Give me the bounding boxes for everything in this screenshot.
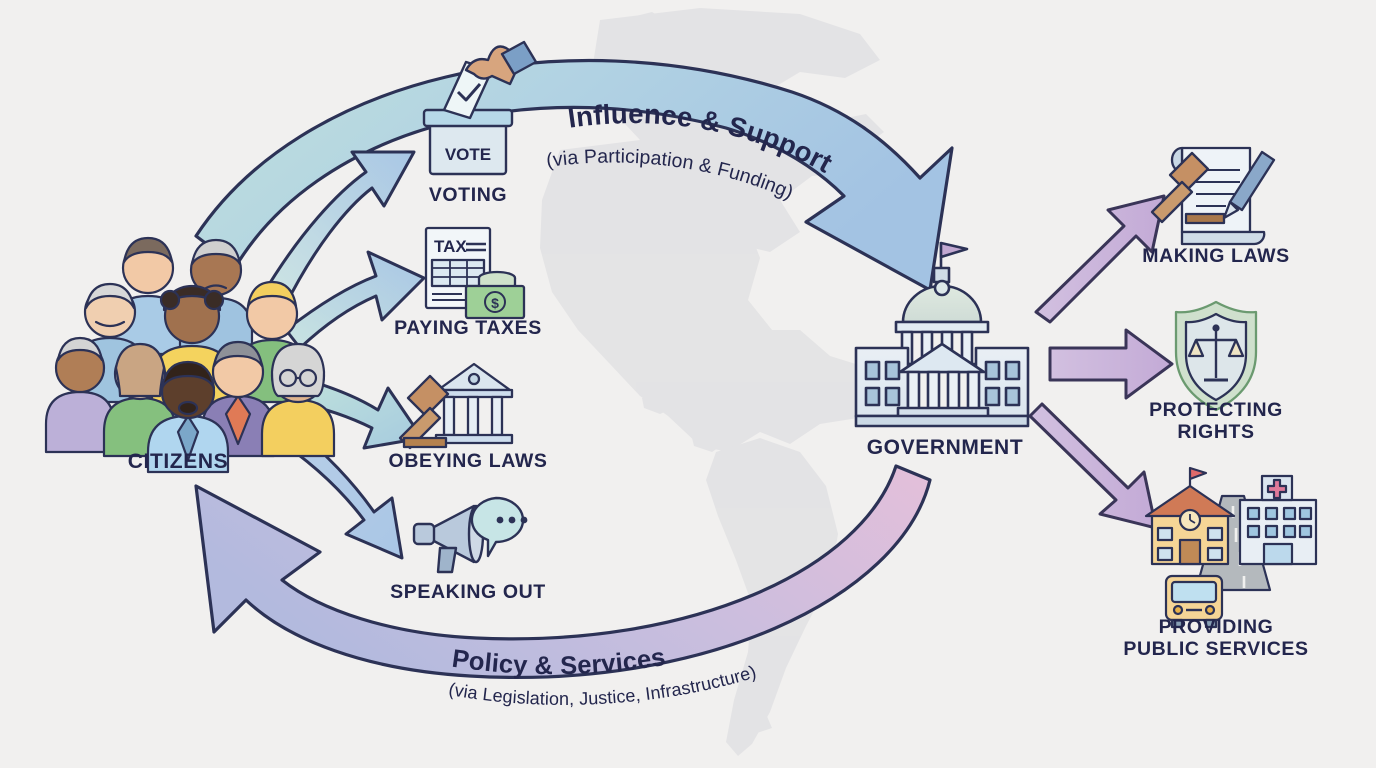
arrow-to-protecting-rights [1048,328,1174,400]
crowd-of-people-icon [44,236,336,474]
capitol-building-icon [854,241,1030,428]
duty-label-speaking-out: SPEAKING OUT [390,581,546,603]
gavel-courthouse-icon [398,362,514,450]
svg-text:TAX: TAX [434,237,467,256]
shield-scales-icon [1174,300,1258,412]
function-label-making-laws: MAKING LAWS [1142,245,1290,267]
function-label-providing-public-services: PROVIDING PUBLIC SERVICES [1123,616,1309,660]
flow-arrow-policy-services [194,464,932,679]
duty-label-obeying-laws: OBEYING LAWS [388,450,548,472]
arrow-to-making-laws [1034,194,1166,324]
megaphone-speech-icon [412,496,528,574]
node-label-government: GOVERNMENT [866,436,1024,459]
duty-label-voting: VOTING [428,184,508,206]
tax-form-money-icon: TAX $ [424,226,526,320]
ballot-box-icon: VOTE [422,40,538,176]
duty-label-paying-taxes: PAYING TAXES [394,317,542,339]
ballot-box-text: VOTE [445,145,491,164]
scroll-gavel-pen-icon [1150,146,1276,246]
government-connector-arrows [1028,194,1174,530]
svg-text:$: $ [491,295,499,311]
school-hospital-bus-icon [1144,466,1318,629]
function-label-protecting-rights: PROTECTING RIGHTS [1149,399,1283,443]
node-label-citizens: CITIZENS [127,450,229,473]
arrow-to-voting [260,150,416,310]
arrow-to-providing-services [1028,402,1158,530]
arrow-to-paying-taxes [284,250,426,350]
